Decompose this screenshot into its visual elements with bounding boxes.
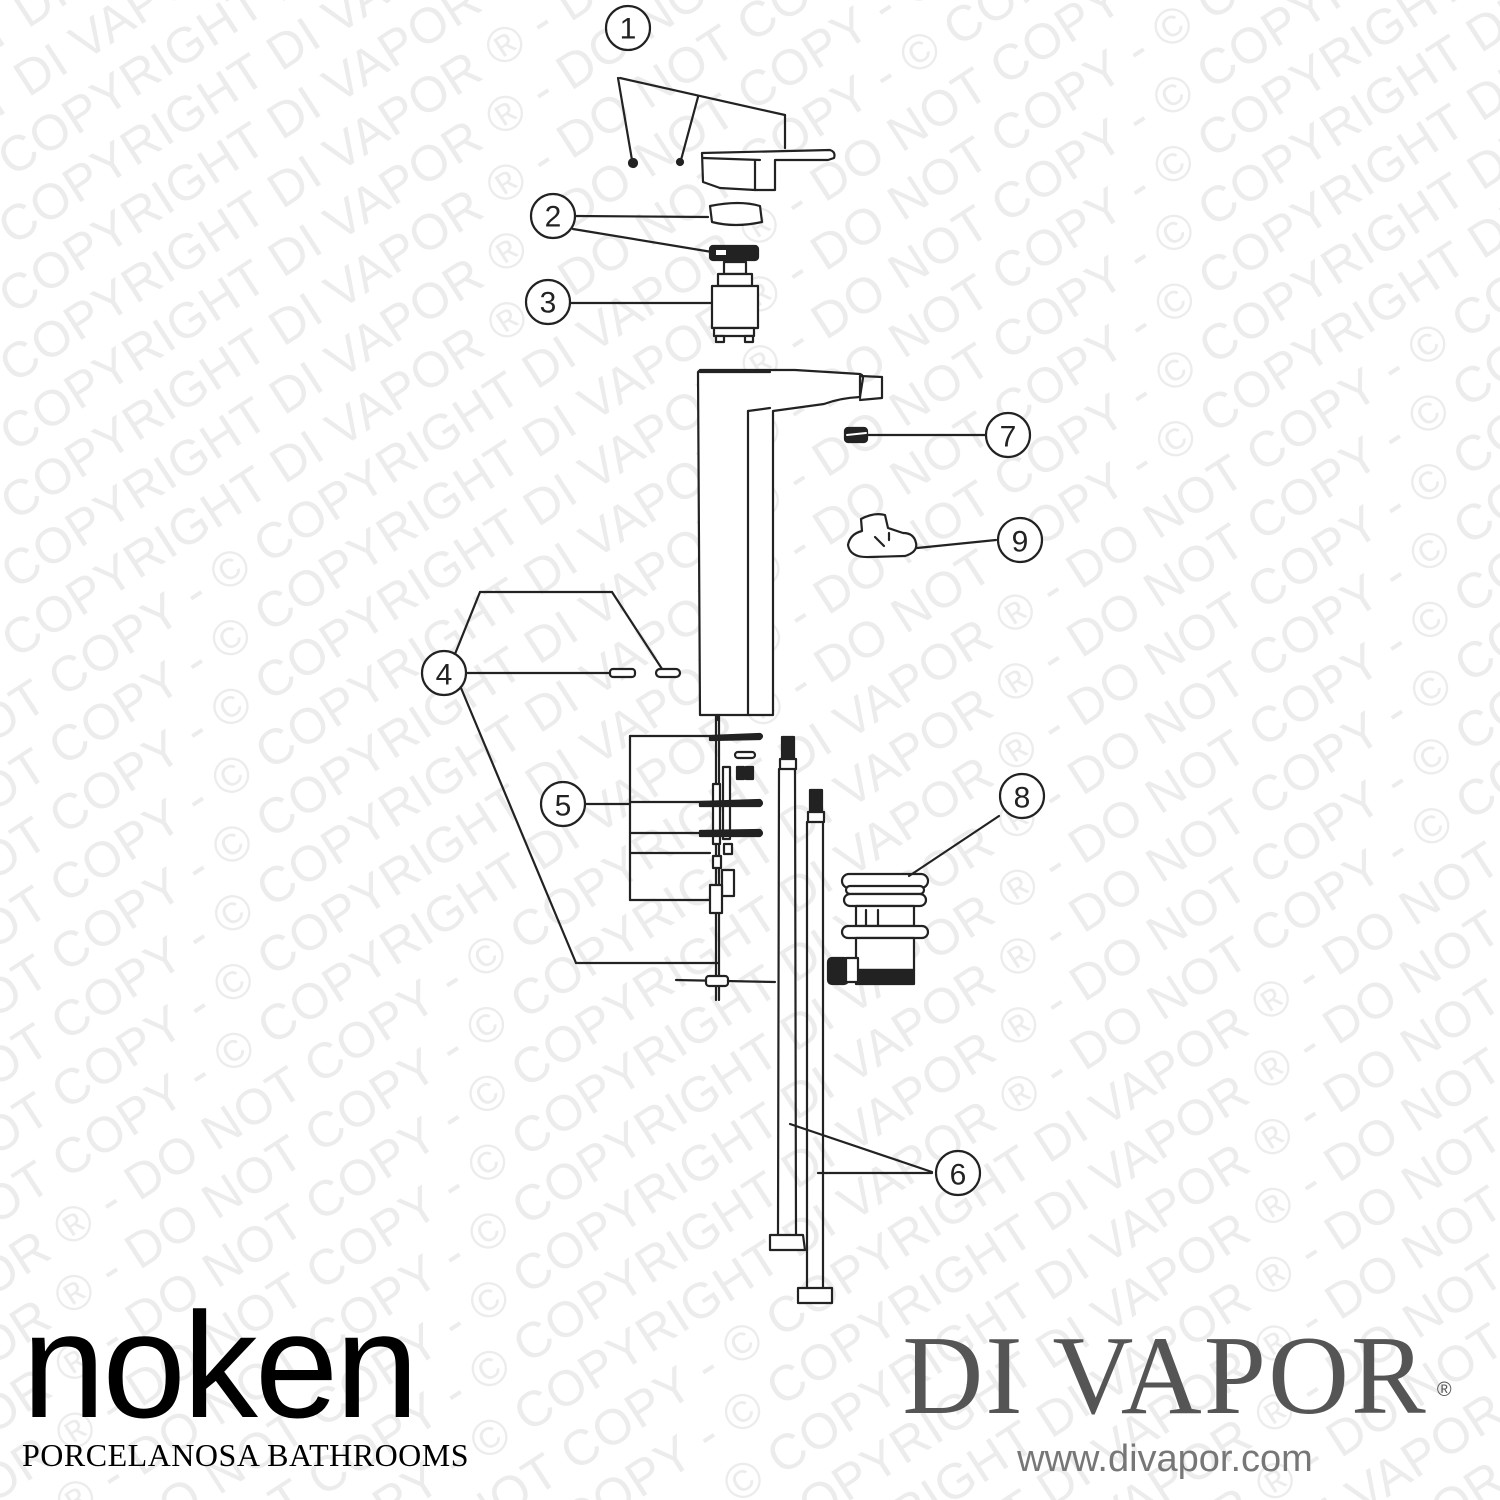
tap-body-part xyxy=(696,368,884,722)
noken-tagline: PORCELANOSA BATHROOMS xyxy=(22,1437,470,1473)
noken-brand: noken PORCELANOSA BATHROOMS xyxy=(22,1281,470,1474)
svg-text:4: 4 xyxy=(436,659,453,692)
popup-rod-part xyxy=(674,713,777,1002)
divapor-logo: DI VAPOR® xyxy=(902,1320,1451,1432)
callout-7 xyxy=(866,411,1032,459)
callout-8 xyxy=(907,772,1046,878)
flexible-hose-part xyxy=(768,735,807,1252)
callout-1 xyxy=(604,4,787,162)
callout-6 xyxy=(788,1122,982,1197)
cover-cap-part xyxy=(708,201,764,227)
pin-part xyxy=(654,667,682,679)
callout-3 xyxy=(524,278,714,326)
pin-part xyxy=(608,667,637,679)
noken-logo: noken xyxy=(22,1281,419,1449)
cartridge-part xyxy=(710,260,760,344)
grub-screw-icon xyxy=(627,157,639,169)
callout-9 xyxy=(915,516,1044,564)
divapor-url[interactable]: www.divapor.com xyxy=(1017,1438,1313,1480)
svg-text:8: 8 xyxy=(1014,782,1031,815)
aerator-key-part xyxy=(846,513,918,559)
svg-text:6: 6 xyxy=(950,1159,967,1192)
callout-4 xyxy=(420,590,720,965)
callout-2 xyxy=(529,192,714,254)
divapor-brand: DI VAPOR® www.divapor.com xyxy=(845,1320,1485,1481)
svg-text:9: 9 xyxy=(1012,526,1029,559)
fixing-kit-part xyxy=(698,732,764,915)
grub-screw-icon xyxy=(675,157,685,167)
svg-text:3: 3 xyxy=(540,287,557,320)
flexible-hose-part xyxy=(796,788,834,1305)
popup-waste-part xyxy=(826,872,930,986)
cartridge-nut-part xyxy=(708,244,760,262)
svg-text:1: 1 xyxy=(620,13,637,46)
handle-part xyxy=(700,148,836,192)
registered-mark: ® xyxy=(1436,1379,1454,1401)
callout-5 xyxy=(539,734,712,902)
svg-text:7: 7 xyxy=(1000,421,1017,454)
svg-text:5: 5 xyxy=(555,790,572,823)
svg-text:2: 2 xyxy=(545,201,562,234)
